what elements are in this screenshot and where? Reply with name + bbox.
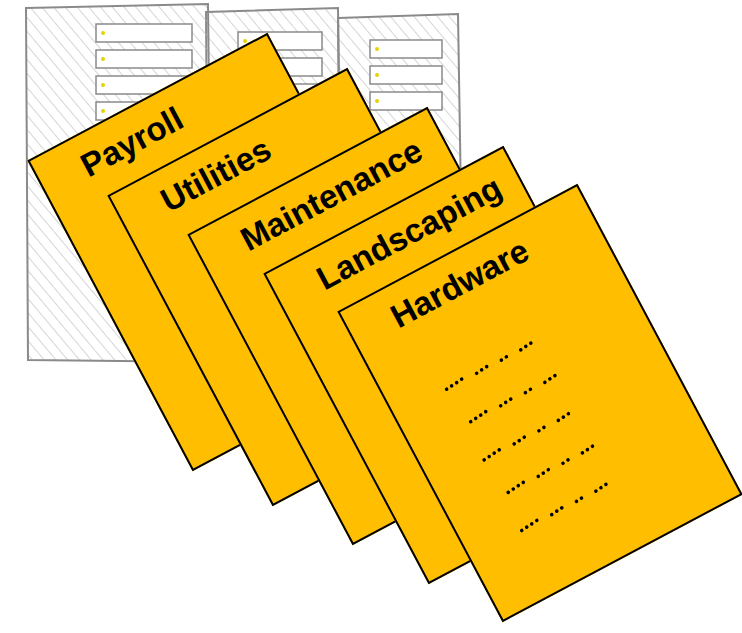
page-stack: PayrollUtilitiesMaintenanceLandscapingHa… — [0, 0, 742, 633]
